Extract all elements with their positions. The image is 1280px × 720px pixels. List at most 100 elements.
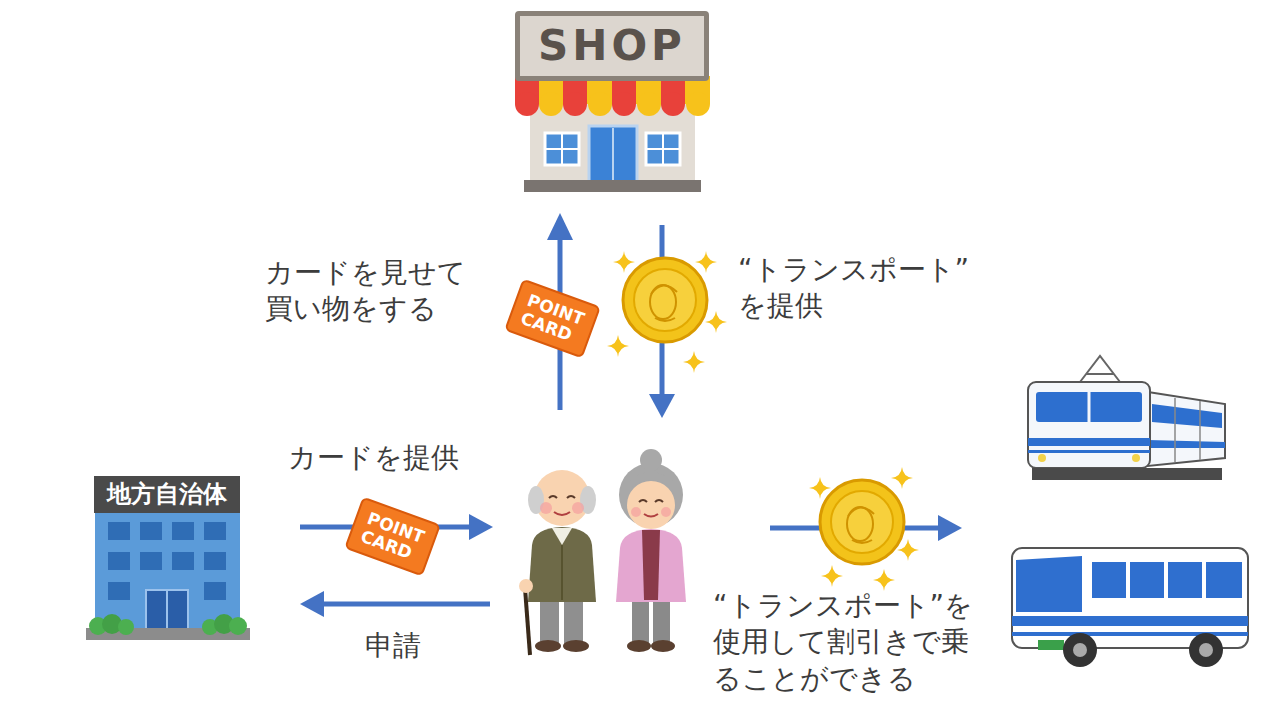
coin-icon [873,569,895,591]
elderly-couple [528,527,596,602]
shop-illustration [524,180,701,192]
flow-arrow [300,591,324,617]
flow-arrow [547,213,573,240]
shop-illustration [515,76,710,116]
coin-icon [821,565,843,587]
coin-icon [607,251,727,373]
bus-illustration [1073,643,1087,657]
bus-illustration [1012,548,1248,667]
bus-illustration [1199,643,1213,657]
elderly-couple [644,514,658,517]
shop-illustration [686,92,710,116]
node-text: POINT CARD [358,509,426,564]
bus-illustration [1206,562,1242,598]
coin-icon [897,539,919,561]
point-card: POINT CARD [504,278,601,358]
elderly-couple [540,596,559,644]
government-building [172,552,194,570]
train-illustration [1028,438,1150,446]
action-label: 申請 [365,628,421,664]
elderly-couple [661,507,671,517]
government-building [166,591,168,630]
coin-icon [623,258,707,342]
coin-icon [891,467,913,489]
bus-illustration [1130,562,1164,598]
shop-illustration [515,76,710,192]
elderly-couple [564,596,583,644]
node-text: POINT CARD [518,291,586,346]
point-card: POINT CARD [344,496,441,576]
flow-arrow [938,515,962,541]
bus-illustration [1016,556,1082,612]
shop-illustration [545,133,579,165]
train-illustration [1148,440,1225,448]
government-building [86,510,250,640]
coin-icon [820,480,904,564]
elderly-couple [519,579,533,593]
government-building [118,619,134,635]
elderly-couple [540,502,552,514]
train-illustration [1028,356,1225,480]
train-illustration [1080,356,1120,382]
coin-icon [613,251,635,273]
government-building [108,552,130,570]
train-illustration [1028,450,1150,453]
train-illustration [1174,398,1176,462]
bus-illustration [1092,562,1126,598]
government-sign: 地方自治体 [94,476,240,513]
train-illustration [1199,401,1201,460]
shop-illustration [661,92,685,116]
shop-illustration [612,128,614,188]
train-illustration [1032,468,1222,480]
coin-icon [695,251,717,273]
train-illustration [1028,382,1150,468]
bus-illustration [1168,562,1202,598]
government-building [108,582,130,600]
elderly-couple [554,512,570,515]
elderly-couple [632,596,649,644]
elderly-couple [563,640,589,652]
elderly-couple [639,500,663,502]
elderly-couple [628,472,674,490]
action-label: “トランスポート” を提供 [738,252,970,325]
government-building [204,522,226,540]
bus-illustration [1012,616,1248,626]
train-illustration [1088,392,1091,422]
shop-illustration [637,92,661,116]
coin-icon [607,335,629,357]
elderly-couple [631,507,641,517]
shop-sign: SHOP [515,11,709,81]
action-label: “トランスポート”を 使用して割引きで乗 ることができる [713,588,973,697]
train-illustration [1132,454,1140,462]
action-label: カードを見せて 買い物をする [265,255,472,328]
shop-illustration [539,92,563,116]
elderly-couple [519,449,686,655]
government-building [204,552,226,570]
government-building [204,582,226,600]
train-illustration [1148,392,1225,466]
government-building [140,522,162,540]
shop-illustration [515,92,539,116]
bus-illustration [1012,548,1248,648]
shop-illustration [589,126,637,188]
government-building [108,522,130,540]
shop-illustration [646,148,680,150]
shop-illustration [646,133,680,165]
node-text: 地方自治体 [102,480,232,509]
elderly-couple [552,528,572,545]
government-building [229,617,247,635]
bus-illustration [1189,633,1223,667]
government-building [172,522,194,540]
coin-icon [705,311,727,333]
elderly-couple [561,545,563,600]
train-illustration [1036,392,1142,422]
node-text: SHOP [538,22,686,70]
coin-icon [683,351,705,373]
train-illustration [1152,404,1222,428]
elderly-couple [572,502,584,514]
flow-arrow [649,394,675,418]
bus-illustration [1038,640,1064,650]
shop-illustration [545,148,579,150]
bus-illustration [1063,633,1097,667]
